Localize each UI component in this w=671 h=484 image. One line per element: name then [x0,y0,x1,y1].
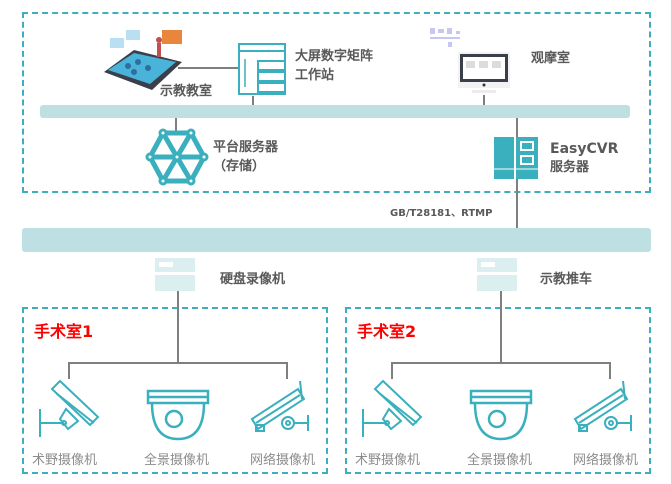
platform-server-label-line1: 平台服务器 [213,140,279,155]
bullet-camera-icon [39,379,100,437]
monitor-icon [458,52,510,93]
dome-camera-icon [146,389,210,441]
bullet-camera-icon [362,379,423,437]
operating-room-1: 手术室1 术野摄像机 全景摄像机 网络摄像机 [22,291,328,474]
operating-room-title: 手术室2 [357,322,417,341]
camera-link [286,362,288,379]
network-camera-icon [573,380,632,432]
field-camera-label: 术野摄像机 [32,453,98,468]
network-camera-icon [250,380,309,432]
top-network-bus [40,105,630,118]
camera-branch-line [68,362,288,364]
camera-link [68,362,70,379]
operating-room-title: 手术室1 [34,322,94,341]
classroom-link [178,67,238,69]
nvr-to-room-link [500,291,502,363]
operating-room-2: 手术室2 术野摄像机 全景摄像机 网络摄像机 [345,291,651,474]
matrix-workstation-icon [238,43,286,95]
platform-server-label-line2: （存储） [213,159,266,174]
workstation-link [252,96,254,105]
easycvr-server-icon [494,137,538,179]
camera-link [609,362,611,379]
panoramic-camera-label: 全景摄像机 [144,453,210,468]
operating-room-box [22,307,328,474]
camera-branch-line [391,362,611,364]
platform-server-network-icon [145,128,209,186]
small-screens-icon [430,28,460,47]
platform-link [175,118,177,132]
workstation-label-line2: 工作站 [295,68,335,83]
easycvr-link-down [516,179,518,228]
nvr-icon [155,258,195,291]
main-network-bus [22,228,651,252]
network-camera-label: 网络摄像机 [250,453,316,468]
field-camera-label: 术野摄像机 [355,453,421,468]
teaching-cart-icon [477,258,517,291]
classroom-illustration-icon [104,30,182,90]
easycvr-label-line2: 服务器 [550,160,590,175]
observation-label: 观摩室 [531,51,571,66]
workstation-label-line1: 大屏数字矩阵 [295,49,374,64]
easycvr-label-line1: EasyCVR [550,141,619,157]
operating-room-box [345,307,651,474]
management-zone-box [22,12,651,193]
monitor-link [483,95,485,105]
classroom-label: 示教教室 [160,84,213,99]
dome-camera-icon [469,389,533,441]
cart-label: 示教推车 [540,272,593,287]
network-camera-label: 网络摄像机 [573,453,639,468]
nvr-to-room-link [177,291,179,363]
panoramic-camera-label: 全景摄像机 [467,453,533,468]
nvr-label: 硬盘录像机 [220,272,286,287]
easycvr-link-up [516,118,518,137]
protocol-label: GB/T28181、RTMP [390,208,493,219]
camera-link [391,362,393,379]
